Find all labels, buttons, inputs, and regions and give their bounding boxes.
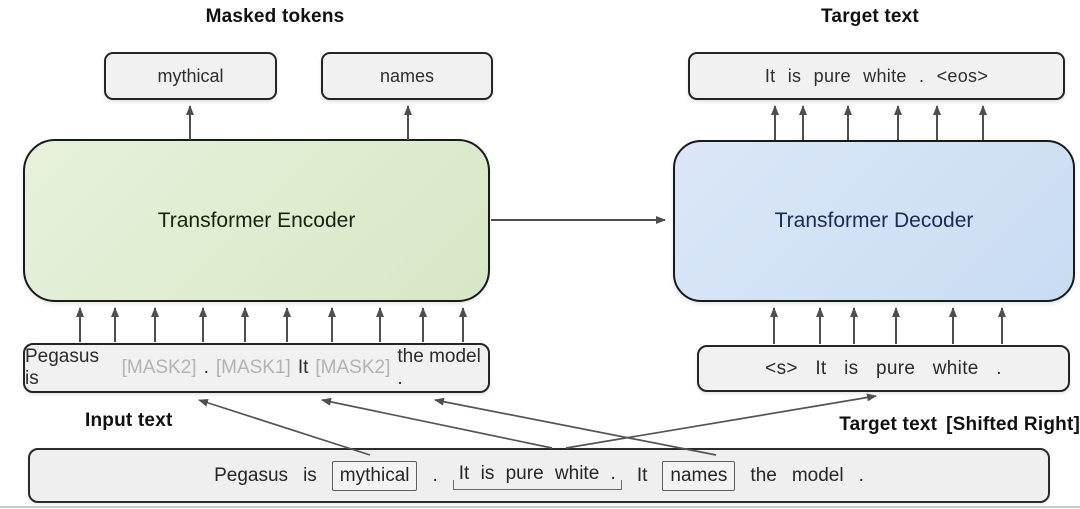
mask2-token: [MASK2] (121, 357, 197, 378)
bottom-divider (0, 506, 1080, 508)
masked-token-mythical: mythical (157, 65, 224, 86)
arrows-encoder-to-masked-tokens (186, 105, 412, 140)
source-sentence-box: Pegasus is mythical . It is pure white .… (28, 448, 1050, 503)
encoder-input-token: Pegasus is (25, 346, 99, 389)
input-text-label: Input text (85, 410, 173, 431)
boxed-word-names: names (662, 460, 736, 491)
target-text-shifted-main: Target text (839, 414, 938, 435)
arrows-input-to-encoder (76, 307, 467, 342)
sentence-token: It (636, 464, 648, 486)
sentence-token: model (791, 464, 844, 486)
arrows-input-to-decoder (770, 307, 1006, 344)
sentence-token: . (858, 464, 864, 486)
encoder-input-box: Pegasus is [MASK2] . [MASK1] It [MASK2] … (23, 343, 490, 393)
sentence-token: the (750, 464, 777, 486)
sentence-token: Pegasus (214, 464, 289, 486)
masked-token-box-names: names (321, 52, 493, 100)
mask1-token: [MASK1] (215, 357, 291, 378)
arrow-quoted-to-mask1 (321, 397, 553, 449)
transformer-encoder-label: Transformer Encoder (157, 208, 356, 232)
masked-token-names: names (379, 65, 435, 86)
transformer-decoder-label: Transformer Decoder (774, 209, 974, 232)
target-text-shifted-bracket: [Shifted Right] (946, 414, 1080, 435)
transformer-decoder-box: Transformer Decoder (673, 140, 1075, 302)
arrow-names-to-mask2 (434, 397, 717, 456)
target-output-text: It is pure white . <eos> (764, 65, 989, 86)
target-text-label: Target text (821, 6, 919, 27)
decoder-input-box: <s> It is pure white . (697, 345, 1070, 392)
encoder-input-token: the model . (397, 346, 481, 389)
sentence-token: . (432, 464, 438, 486)
masked-token-box-mythical: mythical (104, 52, 277, 100)
sentence-token: is (303, 464, 317, 486)
masked-tokens-label: Masked tokens (205, 6, 345, 27)
target-output-box: It is pure white . <eos> (688, 52, 1065, 100)
encoder-input-token: It (297, 357, 309, 378)
transformer-encoder-box: Transformer Encoder (23, 139, 490, 302)
mask2-token: [MASK2] (315, 357, 391, 378)
decoder-input-text: <s> It is pure white . (765, 357, 1002, 379)
target-text-shifted-label: Target text [Shifted Right] (720, 414, 1080, 436)
arrows-decoder-to-target-output (771, 105, 987, 140)
encoder-input-token: . (203, 357, 209, 378)
quoted-target-sentence: It is pure white . (452, 461, 622, 491)
boxed-word-mythical: mythical (331, 460, 418, 491)
